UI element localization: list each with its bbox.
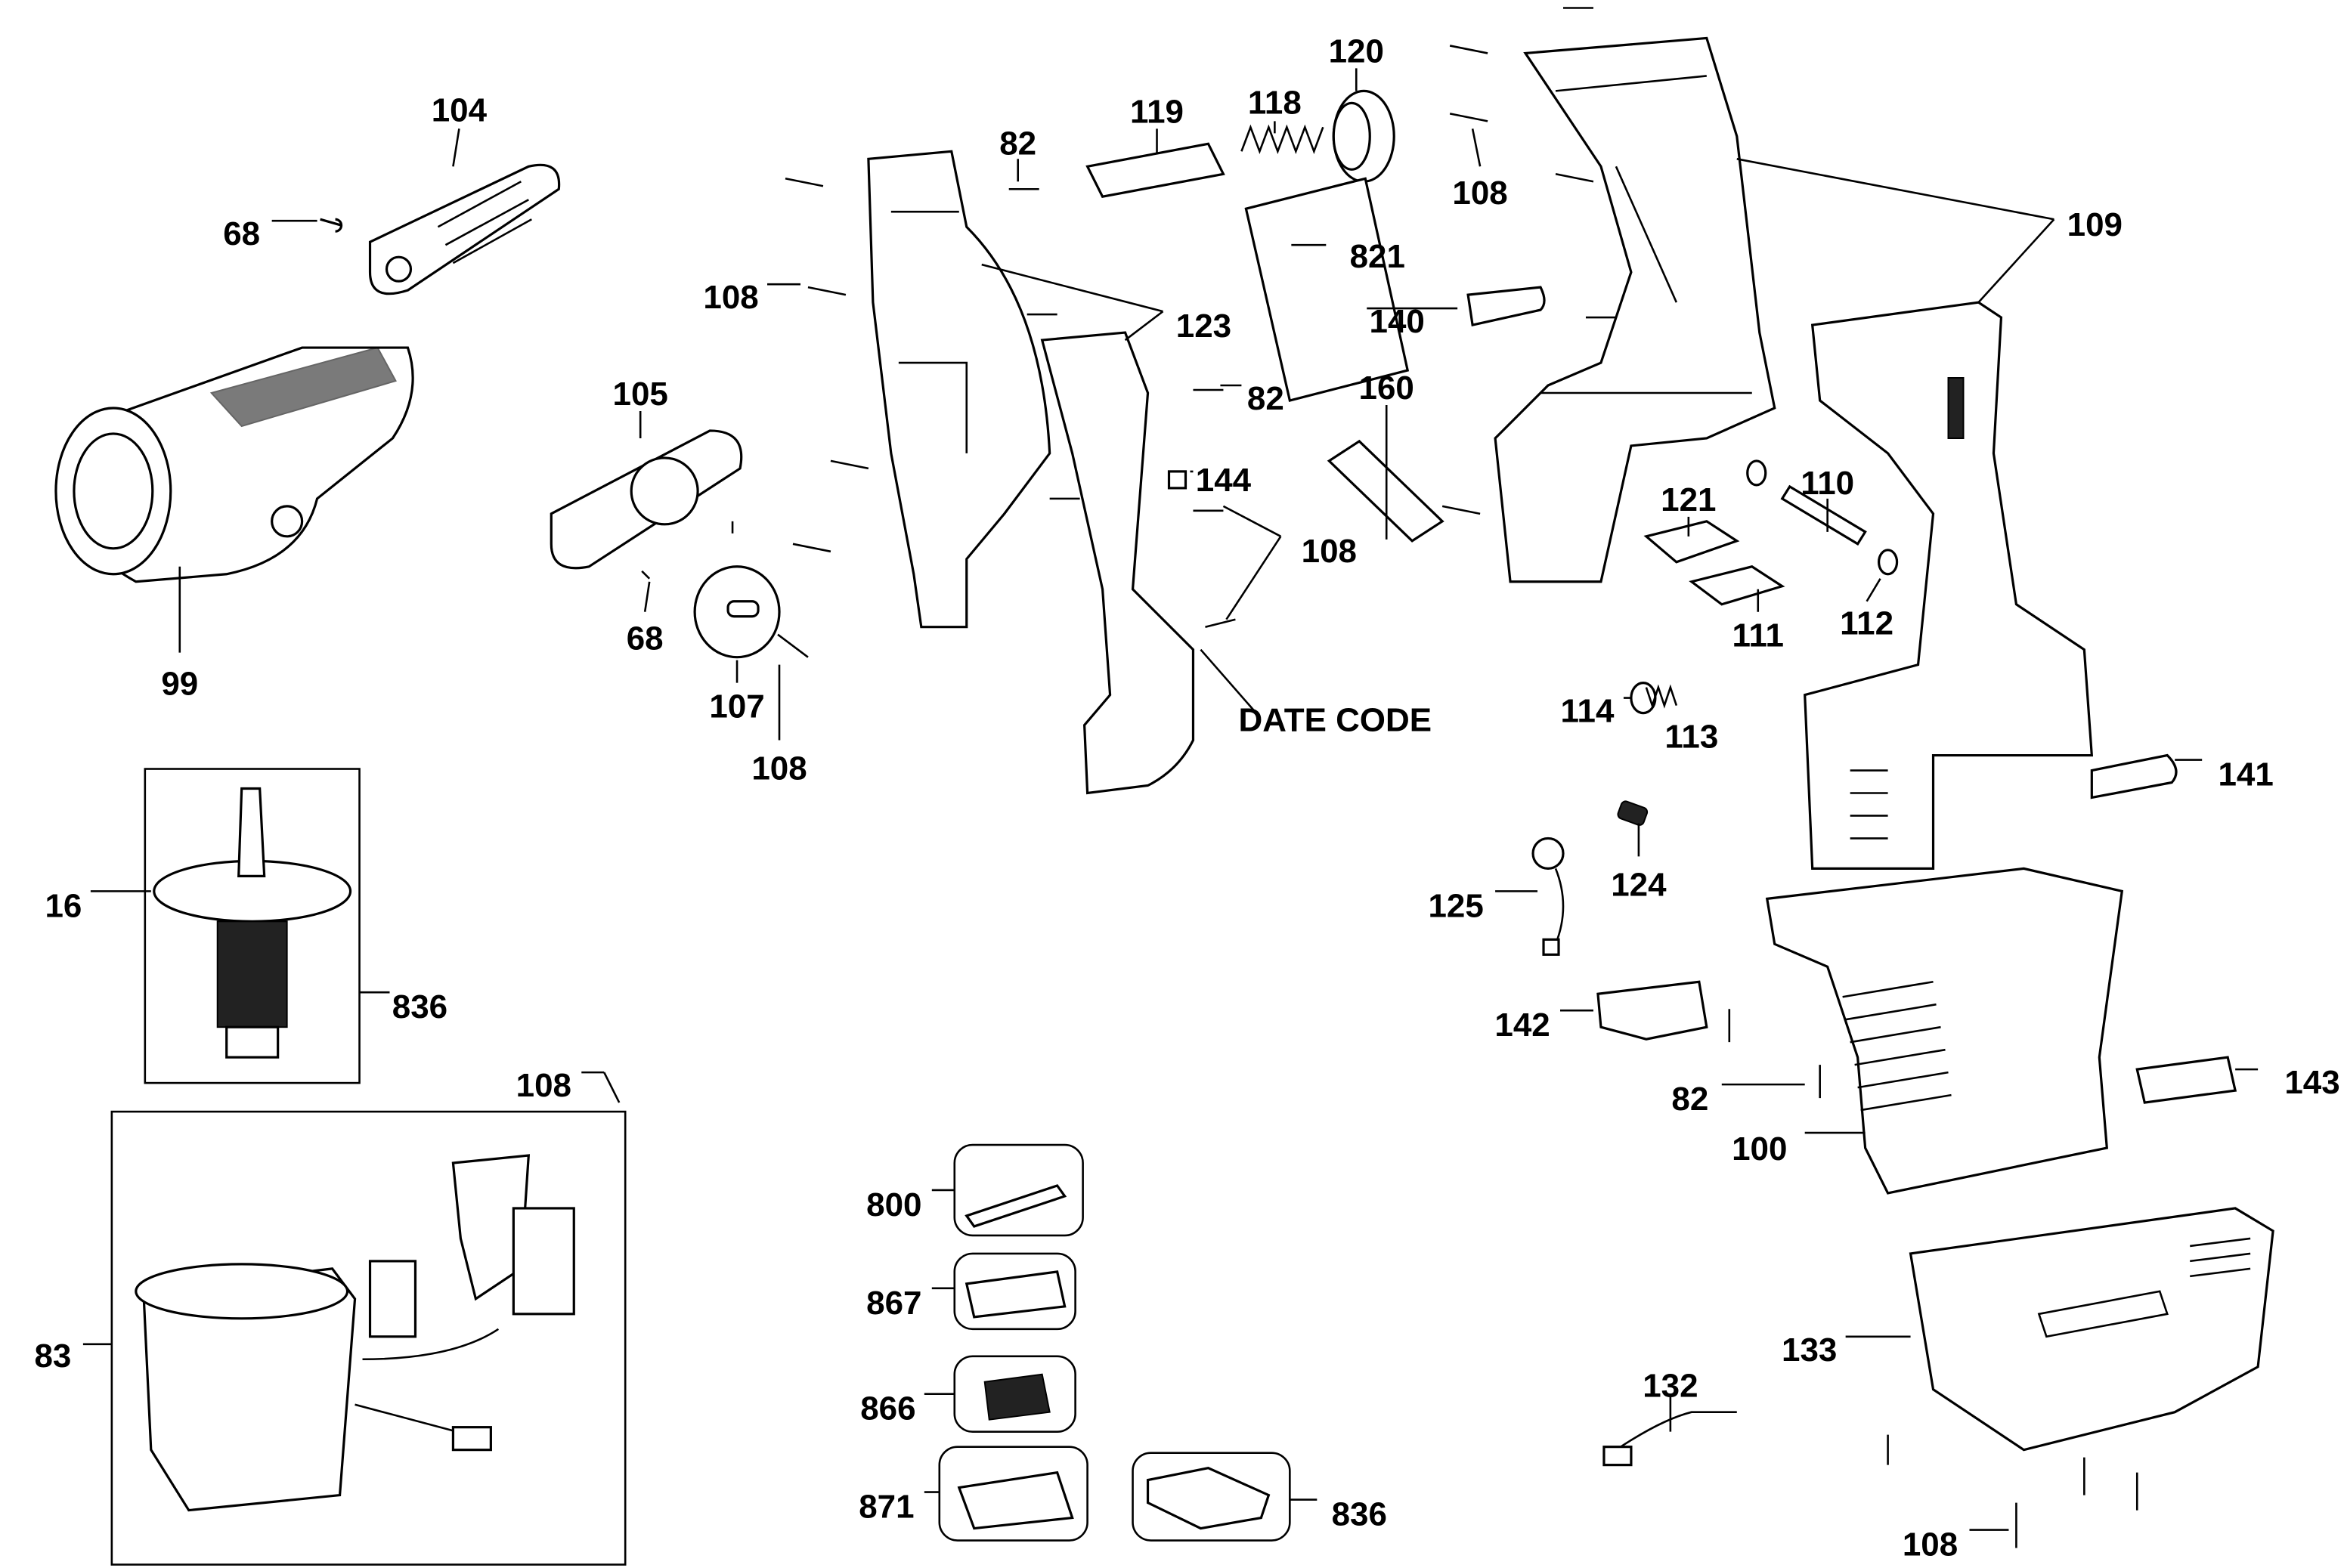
callout-866: 866 — [860, 1390, 915, 1427]
callout-108: 108 — [751, 750, 807, 787]
part-118-spring — [1240, 124, 1324, 155]
part-104-cover — [368, 163, 561, 295]
part-132 — [1615, 1411, 1737, 1451]
callout-104: 104 — [432, 91, 488, 128]
part-836-box — [1132, 1452, 1291, 1542]
part-142 — [1596, 980, 1708, 1041]
part-121 — [1643, 520, 1740, 564]
part-140 — [1466, 286, 1546, 327]
callout-836: 836 — [1332, 1496, 1387, 1533]
callout-82: 82 — [999, 125, 1036, 162]
callout-68: 68 — [223, 215, 260, 252]
part-141 — [2090, 753, 2178, 799]
callout-133: 133 — [1782, 1331, 1837, 1369]
callout-132: 132 — [1643, 1368, 1698, 1405]
callout-16: 16 — [45, 887, 82, 924]
part-109-main-housing — [1494, 36, 1776, 583]
part-123-housing-left — [867, 150, 1051, 629]
callout-140: 140 — [1370, 303, 1425, 340]
callout-120: 120 — [1329, 32, 1384, 70]
callout-82: 82 — [1671, 1081, 1708, 1118]
callout-871: 871 — [859, 1489, 914, 1526]
leader-lines — [82, 68, 2259, 1531]
callout-99: 99 — [161, 666, 198, 703]
part-123-housing-right — [1040, 331, 1195, 795]
part-113-spring — [1645, 684, 1678, 709]
callout-labels: 104 68 99 105 68 107 108 108 82 119 118 120 108 109 82… — [34, 32, 2339, 1563]
callout-82: 82 — [1247, 380, 1284, 417]
callout-124: 124 — [1611, 866, 1667, 903]
callout-107: 107 — [709, 688, 764, 725]
callout-867: 867 — [866, 1285, 921, 1322]
callout-109: 109 — [2067, 206, 2123, 243]
callout-113: 113 — [1664, 719, 1718, 756]
part-83-motor-box — [110, 1110, 627, 1566]
callout-83: 83 — [34, 1338, 71, 1375]
callout-144: 144 — [1196, 462, 1252, 499]
callout-100: 100 — [1732, 1130, 1787, 1167]
callout-112: 112 — [1840, 605, 1893, 642]
part-100-handle — [1765, 867, 2124, 1195]
callout-142: 142 — [1494, 1007, 1550, 1044]
callout-105: 105 — [613, 376, 668, 413]
callout-108: 108 — [703, 279, 758, 316]
part-111 — [1689, 565, 1785, 606]
callout-108: 108 — [1302, 533, 1357, 570]
part-867-box — [953, 1252, 1076, 1331]
callout-108: 108 — [1452, 175, 1507, 212]
callout-800: 800 — [866, 1186, 921, 1223]
part-124 — [1617, 800, 1649, 826]
callout-141: 141 — [2218, 756, 2273, 793]
part-110 — [1780, 484, 1867, 546]
part-125 — [1531, 837, 1565, 870]
part-119 — [1085, 142, 1225, 199]
callout-119: 119 — [1130, 93, 1184, 130]
part-16-armature-box — [144, 768, 361, 1084]
callout-143: 143 — [2284, 1064, 2339, 1101]
callout-836: 836 — [392, 988, 447, 1025]
callout-118: 118 — [1248, 84, 1302, 121]
callout-68: 68 — [627, 620, 664, 657]
date-code-label: DATE CODE — [1239, 702, 1432, 739]
callout-111: 111 — [1732, 617, 1784, 654]
part-114 — [1630, 682, 1657, 715]
callout-821: 821 — [1350, 238, 1405, 275]
part-143 — [2135, 1056, 2237, 1104]
callout-125: 125 — [1428, 887, 1483, 924]
callout-110: 110 — [1801, 465, 1854, 502]
part-144 — [1167, 470, 1187, 490]
part-109-housing-right — [1804, 301, 2094, 870]
callout-160: 160 — [1359, 370, 1414, 407]
callout-123: 123 — [1176, 308, 1231, 345]
part-821-label — [1244, 177, 1410, 402]
screws — [603, 7, 2138, 1548]
part-871-box — [938, 1446, 1088, 1542]
callout-121: 121 — [1661, 481, 1716, 518]
callout-108: 108 — [516, 1067, 571, 1104]
callout-108: 108 — [1903, 1526, 1958, 1563]
part-shapes — [54, 7, 2274, 1566]
callout-114: 114 — [1561, 693, 1615, 730]
